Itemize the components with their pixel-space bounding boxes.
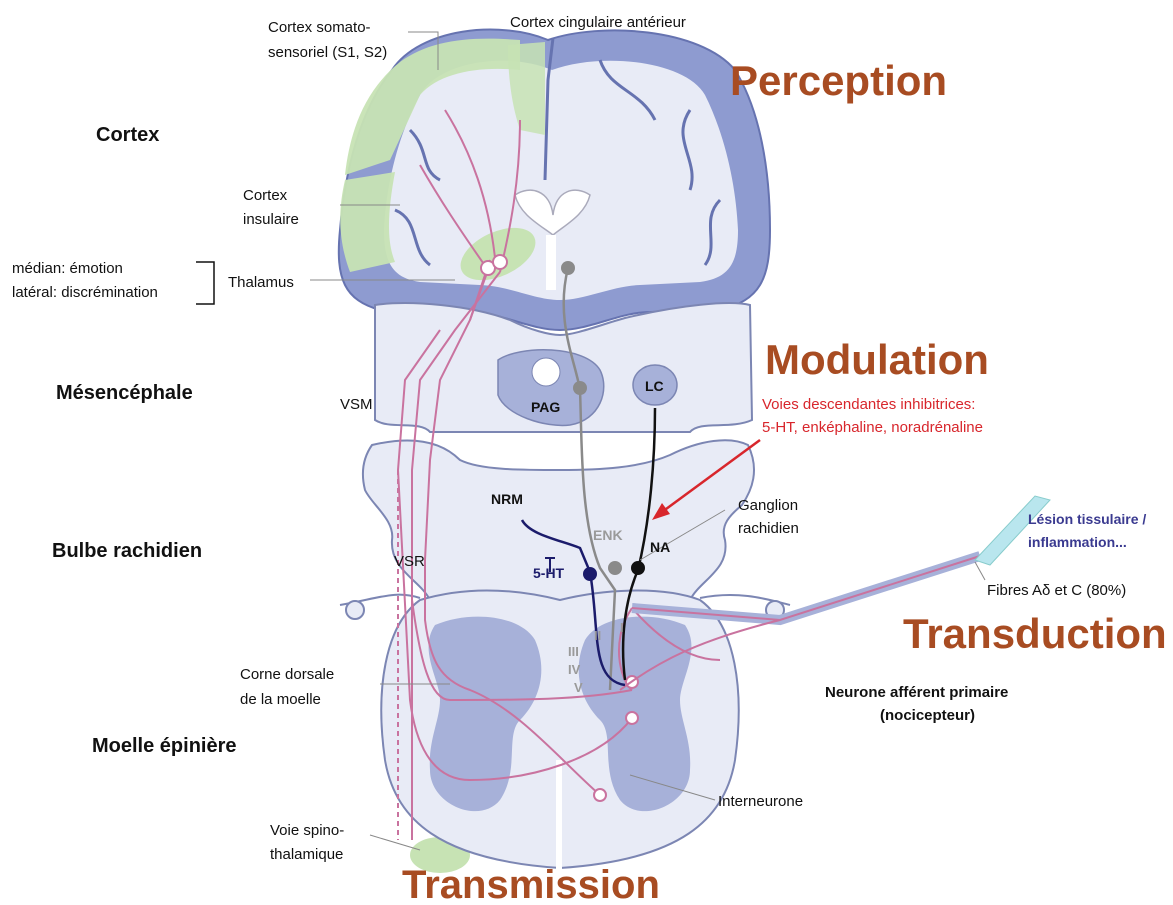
central-fissure <box>556 760 562 870</box>
perception-title: Perception <box>730 57 947 104</box>
transmission-title: Transmission <box>402 863 660 905</box>
lesion-label-1: Lésion tissulaire / <box>1028 511 1146 527</box>
thalamus-label: Thalamus <box>228 274 294 291</box>
level-moelle: Moelle épinière <box>92 735 237 757</box>
neurone-label-2: (nocicepteur) <box>880 707 975 724</box>
cingulaire-label: Cortex cingulaire antérieur <box>510 14 686 31</box>
fibres-label: Fibres Aδ et C (80%) <box>987 582 1126 599</box>
transduction-title: Transduction <box>903 610 1167 657</box>
lesion-label-2: inflammation... <box>1028 534 1127 550</box>
level-mesencephale: Mésencéphale <box>56 382 193 404</box>
insular-area <box>340 172 395 272</box>
na-label: NA <box>650 539 670 555</box>
corne-label-2: de la moelle <box>240 691 321 708</box>
insulaire-label-1: Cortex <box>243 187 288 204</box>
lamina-iii: III <box>568 644 579 659</box>
ht5-label: 5-HT <box>533 565 565 581</box>
modulation-title: Modulation <box>765 336 989 383</box>
lateral-label: latéral: discrémination <box>12 284 158 301</box>
lesion-shape <box>975 496 1050 565</box>
neurone-label-1: Neurone afférent primaire <box>825 684 1008 701</box>
nrm-label: NRM <box>491 491 523 507</box>
lamina-i: I <box>620 620 624 635</box>
lamina-ii: II <box>594 628 601 643</box>
ganglion-label-2: rachidien <box>738 520 799 537</box>
third-ventricle <box>546 235 556 290</box>
voies-label-2: 5-HT, enképhaline, noradrénaline <box>762 419 983 436</box>
median-label: médian: émotion <box>12 260 123 277</box>
spinal-cord <box>340 591 790 870</box>
insulaire-label-2: insulaire <box>243 211 299 228</box>
corne-label-1: Corne dorsale <box>240 666 334 683</box>
vsr-label: VSR <box>394 553 425 570</box>
interneurone-label: Interneurone <box>718 793 803 810</box>
level-cortex: Cortex <box>96 124 159 146</box>
voie-label-1: Voie spino- <box>270 822 344 839</box>
lamina-v: V <box>574 680 583 695</box>
pag-label: PAG <box>531 399 560 415</box>
voies-label-1: Voies descendantes inhibitrices: <box>762 396 975 413</box>
ganglion-label-1: Ganglion <box>738 497 798 514</box>
voie-label-2: thalamique <box>270 846 343 863</box>
level-bulbe: Bulbe rachidien <box>52 540 202 562</box>
lamina-iv: IV <box>568 662 581 677</box>
lc-label: LC <box>645 378 664 394</box>
somato-label-1: Cortex somato- <box>268 19 371 36</box>
enk-label: ENK <box>593 527 623 543</box>
brain-white-matter <box>384 61 738 300</box>
vsm-label: VSM <box>340 396 373 413</box>
somato-label-2: sensoriel (S1, S2) <box>268 44 387 61</box>
